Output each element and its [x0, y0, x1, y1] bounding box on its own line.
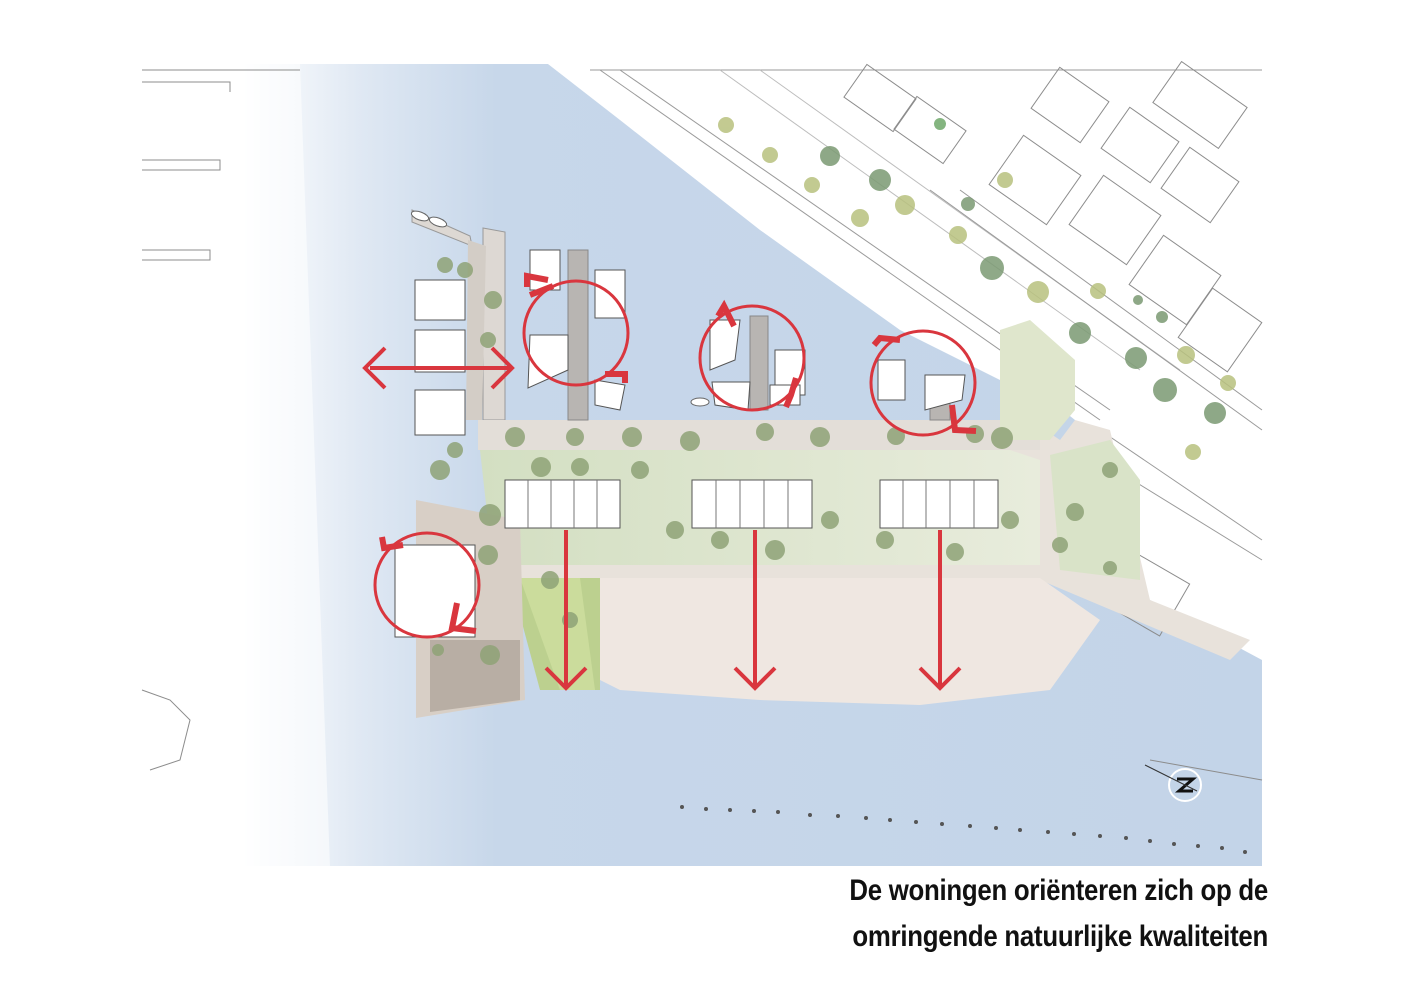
view-direction-arrow-icons	[362, 346, 962, 691]
row-houses	[394, 479, 999, 638]
rotate-orientation-icon-4	[373, 531, 481, 639]
caption-line-1: De woningen oriënteren zich op de	[849, 874, 1268, 907]
caption-line-2: omringende natuurlijke kwaliteiten	[852, 920, 1268, 953]
compass-north-icon	[1144, 764, 1202, 802]
rotate-orientation-icon-2	[698, 299, 806, 412]
boats	[410, 210, 710, 407]
rotate-orientation-icon-3	[869, 329, 977, 437]
shoreline	[1149, 759, 1263, 781]
buoy-markers	[680, 805, 1247, 854]
trees	[430, 117, 1236, 665]
floating-houses	[414, 249, 966, 436]
rotate-orientation-icons	[373, 272, 977, 639]
rotate-orientation-icon-1	[522, 272, 630, 387]
map-caption: De woningen oriënteren zich op de omring…	[786, 868, 1268, 960]
